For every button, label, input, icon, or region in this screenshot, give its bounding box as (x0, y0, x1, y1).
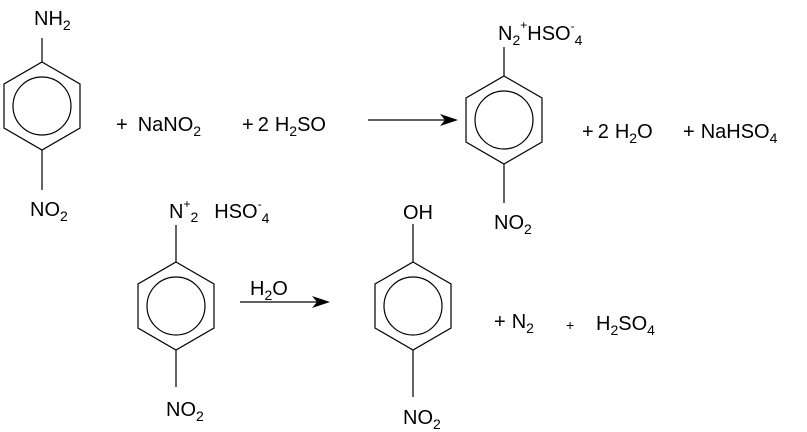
arrow-head (440, 114, 458, 126)
nitrophenol-structure: OH NO2 (374, 202, 452, 432)
reaction-arrow-2: H2O (240, 278, 330, 308)
arrow-head (312, 296, 330, 308)
reaction-arrow-1 (368, 114, 458, 126)
sodium-nitrite-term: +NaNO2 (116, 114, 201, 139)
sulfuric-acid-product-term: H2SO4 (596, 313, 655, 338)
hydroxyl-group-label: OH (403, 202, 433, 224)
aromatic-circle (146, 276, 206, 336)
nitro-group-label: NO2 (166, 399, 204, 424)
aromatic-circle (383, 276, 443, 336)
acid-plus-sign: + (566, 317, 574, 333)
benzene-ring (3, 61, 81, 151)
diazonium-salt-structure: N2+HSO-4 NO2 (465, 18, 583, 237)
diazonium-group-label: N2+HSO-4 (498, 18, 583, 48)
nitro-group-label: NO2 (494, 212, 532, 237)
amine-group-label: NH2 (34, 8, 71, 33)
aromatic-circle (474, 90, 534, 150)
sodium-bisulfate-term: +NaHSO4 (683, 121, 778, 146)
benzene-ring (137, 261, 215, 351)
benzene-ring (374, 261, 452, 351)
nitrogen-gas-term: +N2 (494, 311, 534, 336)
arrow-water-label: H2O (250, 278, 288, 303)
benzene-ring (465, 75, 543, 165)
aromatic-circle (12, 76, 72, 136)
nitroaniline-structure: NH2 NO2 (3, 8, 81, 224)
nitro-group-label: NO2 (403, 407, 441, 432)
nitro-group-label: NO2 (30, 199, 68, 224)
